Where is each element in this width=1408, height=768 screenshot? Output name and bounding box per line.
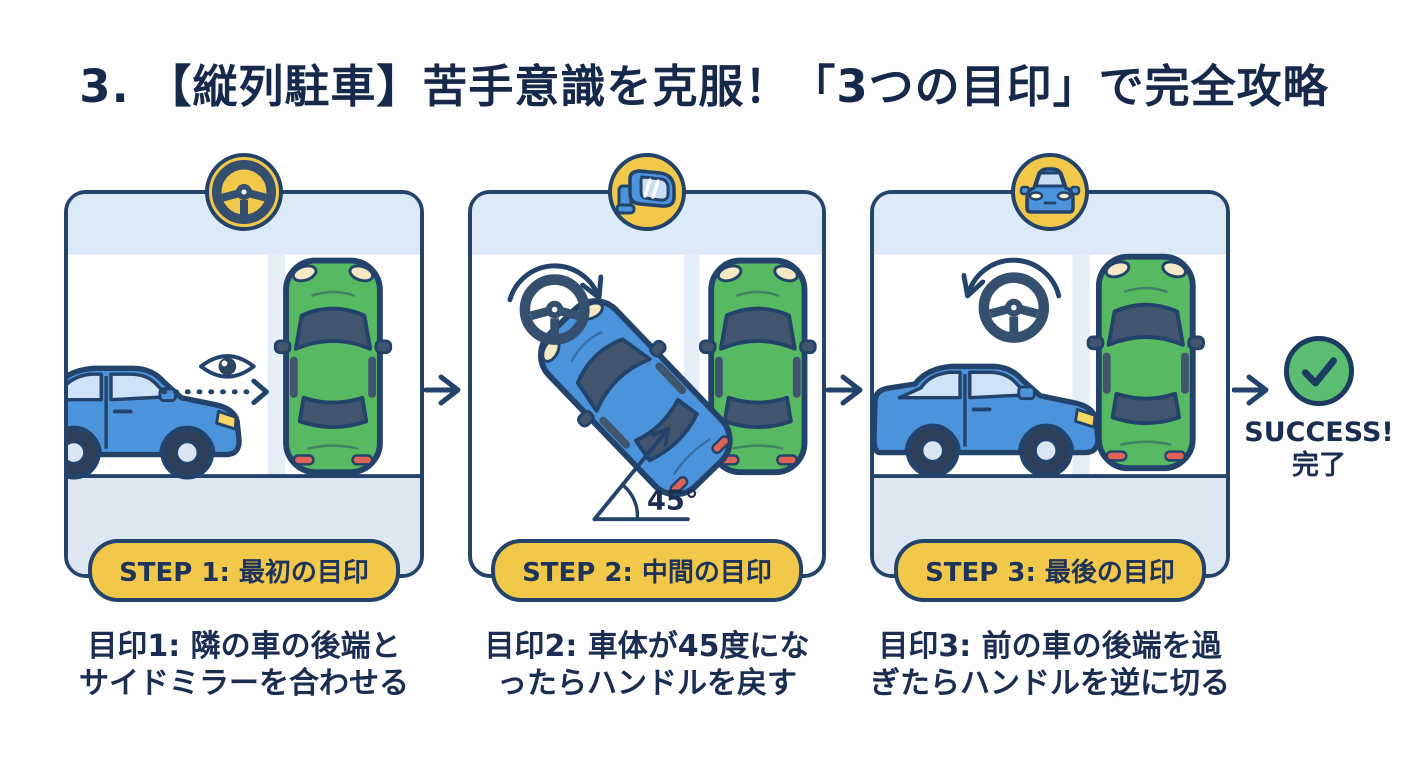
driver-blue-car [68,368,239,477]
flow-arrow-1 [424,374,461,406]
flow-arrow-2 [826,374,863,406]
steering-wheel-turn [984,278,1044,338]
step1-desc-line2: サイドミラーを合わせる [79,666,409,701]
step2-description: 目印2: 車体が45度にな ったらハンドルを戻す [427,628,867,702]
steering-wheel-icon [205,153,283,231]
step3-desc-line1: 目印3: 前の車の後端を過 [878,629,1222,664]
step1-illustration [68,194,420,574]
step3-illustration [874,194,1226,574]
clockwise-arrow [507,263,598,303]
counterclockwise-arrow [969,257,1062,299]
step1-desc-line1: 目印1: 隣の車の後端と [87,629,401,664]
step2-illustration: 45° [472,194,822,574]
step2-label-text: STEP 2: 中間の目印 [522,558,772,588]
parked-green-car [275,261,390,473]
success-block: SUCCESS! 完了 [1219,336,1408,482]
step1-description: 目印1: 隣の車の後端と サイドミラーを合わせる [24,628,464,702]
page-title: 3. 【縦列駐車】苦手意識を克服！「3つの目印」で完全攻略 [79,60,1329,113]
step1-panel: STEP 1: 最初の目印 [64,153,424,602]
step2-label: STEP 2: 中間の目印 [491,539,803,602]
checkmark-icon [1284,336,1354,406]
step3-panel: STEP 3: 最後の目印 [870,153,1230,602]
step3-label-text: STEP 3: 最後の目印 [925,558,1175,588]
success-line1: SUCCESS! [1244,417,1394,448]
success-text: SUCCESS! 完了 [1219,416,1408,482]
step1-label-text: STEP 1: 最初の目印 [119,558,369,588]
success-line2: 完了 [1292,450,1346,481]
step3-label: STEP 3: 最後の目印 [894,539,1206,602]
angle-45-marker: 45° [592,431,698,522]
angle-45-label: 45° [647,485,698,516]
eye-icon [199,354,256,379]
driver-blue-car [874,366,1098,475]
side-mirror-icon [608,153,686,231]
parking-lane-strip [267,254,286,477]
step3-description: 目印3: 前の車の後端を過 ぎたらハンドルを逆に切る [830,628,1270,702]
car-icon [1011,153,1089,231]
step2-panel: 45° STEP 2: 中間の目印 [468,153,826,602]
step1-label: STEP 1: 最初の目印 [88,539,400,602]
sight-line-dotted-arrow [161,378,269,406]
flow-arrow-3 [1232,374,1269,406]
step3-desc-line2: ぎたらハンドルを逆に切る [870,666,1230,701]
step2-desc-line2: ったらハンドルを戻す [497,666,797,701]
step2-desc-line1: 目印2: 車体が45度にな [484,629,810,664]
parked-green-car [1088,257,1203,469]
